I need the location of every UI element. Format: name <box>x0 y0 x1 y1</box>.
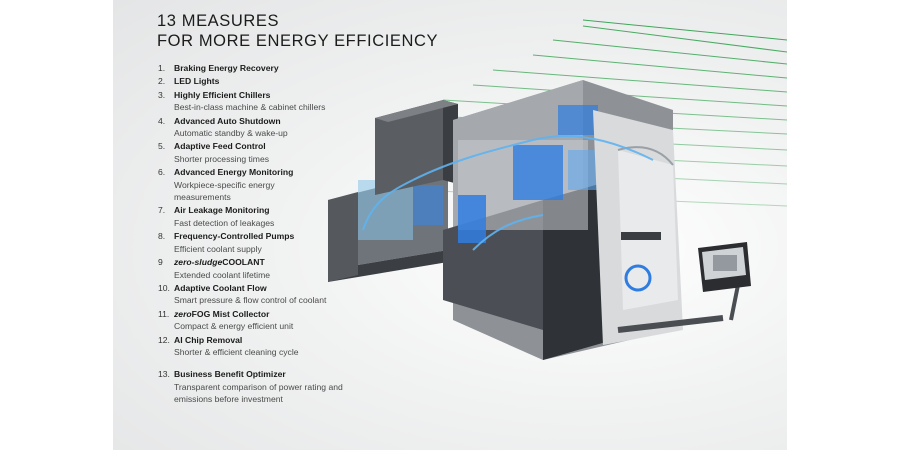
item-name: zero-sludgeCOOLANT <box>174 256 368 268</box>
coolant-pipes <box>362 135 654 251</box>
item-number: 6. <box>158 167 166 178</box>
list-item: 11. zeroFOG Mist Collector Compact & ene… <box>158 308 368 333</box>
item-name-italic: zero-sludge <box>174 257 223 268</box>
item-number: 4. <box>158 115 166 126</box>
item-number: 5. <box>158 141 166 152</box>
measures-list: 1. Braking Energy Recovery 2. LED Lights… <box>158 62 368 407</box>
item-description: Extended coolant lifetime <box>174 269 271 280</box>
list-item: 13. Business Benefit Optimizer Transpare… <box>158 368 368 405</box>
list-item: 6. Advanced Energy Monitoring Workpiece-… <box>158 166 368 203</box>
item-description: Shorter processing times <box>174 153 270 164</box>
item-name-italic: zero <box>174 308 192 319</box>
control-terminal <box>617 242 751 333</box>
machine-cabin <box>593 110 683 345</box>
item-name: LED Lights <box>174 76 220 87</box>
item-number: 8. <box>158 231 166 242</box>
item-name: Frequency-Controlled Pumps <box>174 231 295 242</box>
list-item: 2. LED Lights <box>158 75 368 87</box>
item-name: Advanced Auto Shutdown <box>174 115 281 126</box>
item-number: 2. <box>158 76 166 87</box>
list-item: 12. AI Chip Removal Shorter & efficient … <box>158 334 368 359</box>
item-number: 3. <box>158 89 166 100</box>
item-number: 11. <box>158 308 170 319</box>
item-number: 12. <box>158 334 170 345</box>
item-description: Transparent comparison of power rating a… <box>174 381 343 405</box>
item-number: 1. <box>158 63 166 73</box>
item-description: Efficient coolant supply <box>174 243 262 254</box>
item-name: zeroFOG Mist Collector <box>174 308 368 320</box>
item-description: Compact & energy efficient unit <box>174 321 294 332</box>
list-item: 8. Frequency-Controlled Pumps Efficient … <box>158 230 368 255</box>
item-number: 10. <box>158 282 170 293</box>
item-name: Advanced Energy Monitoring <box>174 167 294 178</box>
item-name: Adaptive Coolant Flow <box>174 282 267 293</box>
item-name: Braking Energy Recovery <box>174 63 279 73</box>
list-item: 10. Adaptive Coolant Flow Smart pressure… <box>158 282 368 307</box>
list-item: 7. Air Leakage Monitoring Fast detection… <box>158 204 368 229</box>
list-item: 3. Highly Efficient Chillers Best-in-cla… <box>158 89 368 114</box>
title-line-1: 13 MEASURES <box>157 12 280 30</box>
item-name: Highly Efficient Chillers <box>174 89 271 100</box>
item-description: Shorter & efficient cleaning cycle <box>174 346 299 357</box>
item-name-rest: FOG Mist Collector <box>191 308 270 319</box>
item-description: Automatic standby & wake-up <box>174 128 288 139</box>
item-name-rest: COOLANT <box>222 257 265 268</box>
machine-illustration <box>328 19 787 360</box>
list-item: 9 zero-sludgeCOOLANT Extended coolant li… <box>158 256 368 281</box>
item-name: Adaptive Feed Control <box>174 141 266 152</box>
item-name: Business Benefit Optimizer <box>174 369 286 380</box>
item-description: Workpiece-specific energy measurements <box>174 179 275 203</box>
list-item: 1. Braking Energy Recovery <box>158 62 368 74</box>
item-description: Best-in-class machine & cabinet chillers <box>174 102 326 113</box>
page-title: 13 MEASURES FOR MORE ENERGY EFFICIENCY <box>157 11 438 51</box>
item-name: Air Leakage Monitoring <box>174 205 270 216</box>
item-number: 7. <box>158 205 166 216</box>
infographic-panel: 13 MEASURES FOR MORE ENERGY EFFICIENCY 1… <box>113 0 787 450</box>
item-description: Fast detection of leakages <box>174 217 275 228</box>
item-description: Smart pressure & flow control of coolant <box>174 295 327 306</box>
list-item: 4. Advanced Auto Shutdown Automatic stan… <box>158 115 368 140</box>
item-number: 13. <box>158 369 170 380</box>
title-line-2: FOR MORE ENERGY EFFICIENCY <box>157 32 439 50</box>
item-number: 9 <box>158 257 163 268</box>
item-name: AI Chip Removal <box>174 334 243 345</box>
list-item: 5. Adaptive Feed Control Shorter process… <box>158 140 368 165</box>
